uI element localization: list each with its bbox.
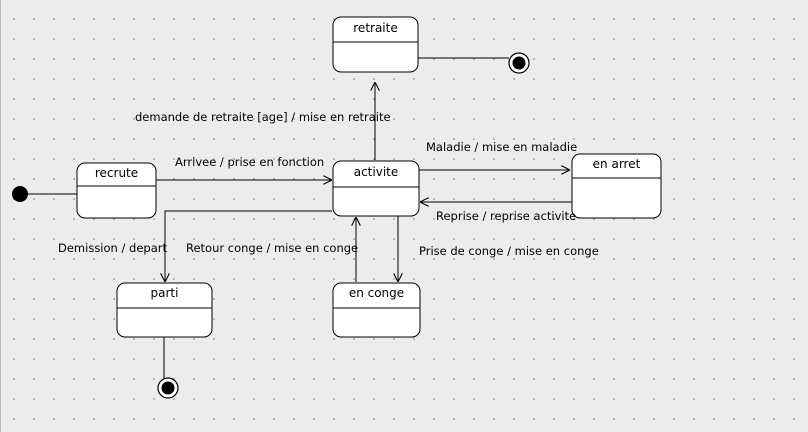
state-retraite[interactable]: retraite: [332, 16, 419, 73]
state-label: recrute: [95, 166, 138, 180]
transition-label-retour-conge: Retour conge / mise en conge: [186, 241, 358, 255]
state-label: activite: [354, 165, 399, 179]
edge-demission: [165, 210, 332, 282]
state-en-arret[interactable]: en arret: [571, 153, 662, 219]
final-state-parti: [157, 377, 179, 399]
initial-state-icon: [12, 186, 28, 202]
state-label: en arret: [593, 157, 641, 171]
transition-label-reprise: Reprise / reprise activite: [436, 209, 576, 223]
state-en-conge[interactable]: en conge: [332, 282, 421, 338]
state-label: parti: [151, 286, 179, 300]
transition-label-maladie: Maladie / mise en maladie: [426, 140, 577, 154]
state-label: en conge: [349, 286, 404, 300]
transition-label-demission: Demission / depart: [58, 241, 167, 255]
state-recrute[interactable]: recrute: [76, 162, 157, 219]
transition-label-arrivee: Arrivee / prise en fonction: [175, 155, 324, 169]
state-label: retraite: [353, 21, 397, 35]
state-parti[interactable]: parti: [116, 282, 213, 338]
state-activite[interactable]: activite: [332, 160, 420, 217]
transition-label-prise-conge: Prise de conge / mise en conge: [419, 244, 599, 258]
transition-label-retraite: demande de retraite [age] / mise en retr…: [135, 110, 391, 124]
final-state-retraite: [508, 52, 530, 74]
